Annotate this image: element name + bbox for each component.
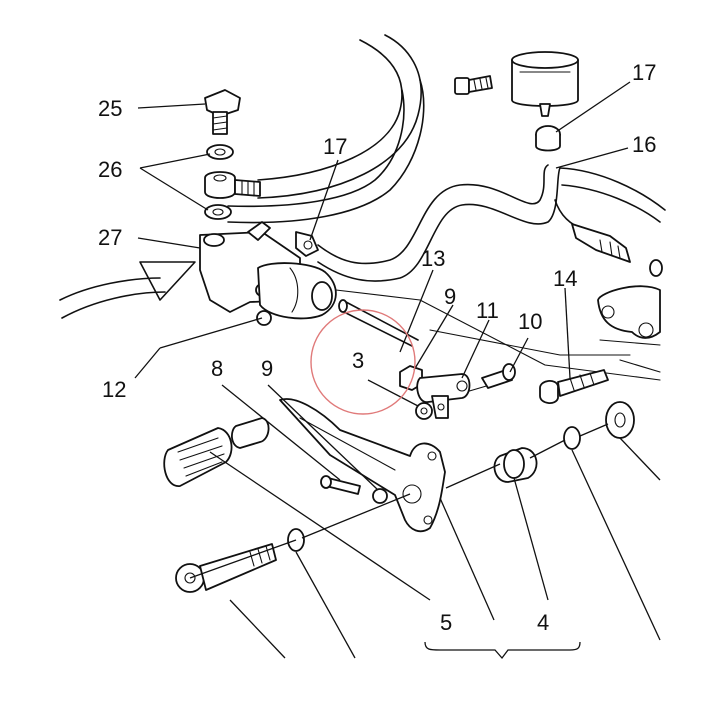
highlight-circle — [310, 309, 416, 415]
clevis-11 — [416, 373, 471, 419]
reservoir-bolt — [454, 75, 493, 95]
hose-clamp-17-left — [295, 231, 319, 257]
pedal-pad-5 — [163, 417, 270, 487]
bushing-4 — [493, 447, 538, 483]
callout-25: 25 — [98, 96, 122, 121]
group-bracket — [424, 641, 581, 660]
fitting-right — [571, 223, 663, 277]
bolt-14 — [539, 369, 609, 404]
washer-26-bottom — [204, 204, 232, 220]
bolt-8 — [320, 475, 361, 495]
pedal-arm — [279, 398, 446, 533]
pivot-bolt — [175, 543, 277, 593]
callout-17-left: 17 — [323, 134, 347, 159]
hose-to-reservoir — [317, 164, 561, 282]
callout-11: 11 — [476, 298, 499, 323]
hose-clamp-17-right — [535, 125, 561, 152]
callout-17-right: 17 — [632, 60, 656, 85]
callout-labels: 25 26 27 17 17 16 13 9 11 10 14 12 3 8 9… — [98, 60, 656, 635]
bleed-screw-25 — [204, 89, 241, 135]
master-cylinder-27 — [199, 221, 337, 326]
clip-3 — [415, 402, 433, 420]
callout-5: 5 — [440, 610, 452, 635]
callout-9-lower: 9 — [261, 356, 273, 381]
washer-26-top — [206, 144, 234, 160]
washer-right — [605, 401, 635, 439]
pushrod-13 — [338, 299, 419, 347]
callout-3: 3 — [352, 348, 364, 373]
callout-13: 13 — [421, 246, 445, 271]
nut-9-lower — [372, 488, 388, 504]
leader-lines — [134, 81, 661, 659]
callout-10: 10 — [518, 309, 542, 334]
callout-26: 26 — [98, 157, 122, 182]
callout-16: 16 — [632, 132, 656, 157]
circlip-right — [563, 426, 581, 450]
callout-4: 4 — [537, 610, 549, 635]
banjo-fitting — [204, 171, 261, 199]
hose-loop — [227, 34, 425, 224]
pedal-bracket — [597, 285, 661, 373]
callout-12: 12 — [102, 377, 126, 402]
callout-8: 8 — [211, 356, 223, 381]
fluid-reservoir — [511, 51, 579, 117]
callout-14: 14 — [553, 266, 577, 291]
callout-27: 27 — [98, 225, 122, 250]
clevis-pin-10 — [481, 363, 516, 389]
callout-9-upper: 9 — [444, 284, 456, 309]
direction-arrow — [59, 261, 196, 319]
hose-right — [554, 167, 666, 231]
